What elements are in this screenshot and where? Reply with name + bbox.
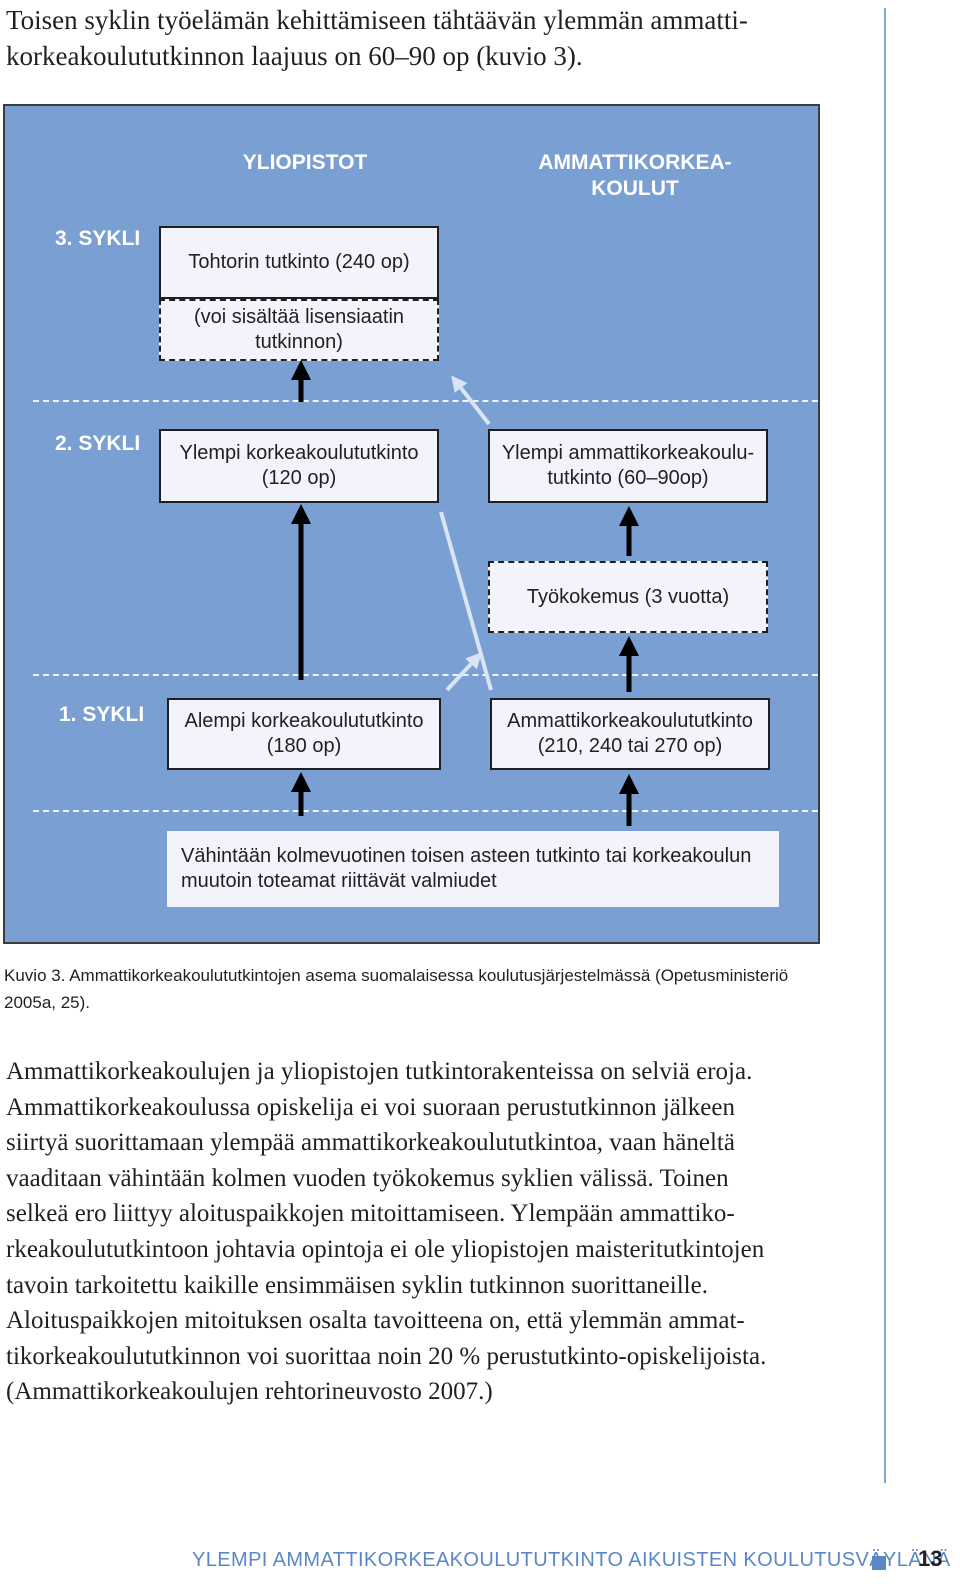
body-line: (Ammattikorkeakoulujen rehtorineuvosto 2… bbox=[6, 1378, 493, 1406]
column-header-universities: YLIOPISTOT bbox=[242, 151, 368, 174]
intro-paragraph: Toisen syklin työelämän kehittämiseen tä… bbox=[6, 2, 836, 74]
higher-uas-degree-label: Ylempi ammattikorkeakoulu- bbox=[501, 442, 755, 464]
footer-square-icon bbox=[872, 1556, 886, 1570]
intro-line: korkeakoulututkinnon laajuus on 60–90 op… bbox=[6, 41, 583, 71]
entry-requirement-box: Vähintään kolmevuotinen toisen asteen tu… bbox=[167, 831, 779, 907]
body-line: selkeä ero liittyy aloituspaikkojen mito… bbox=[6, 1200, 735, 1228]
body-line: tavoin tarkoitettu kaikille ensimmäisen … bbox=[6, 1271, 708, 1299]
lower-university-degree-label: (180 op) bbox=[266, 735, 342, 757]
work-experience-box: Työkokemus (3 vuotta) bbox=[488, 561, 768, 633]
higher-uas-degree-label: tutkinto (60–90op) bbox=[547, 467, 709, 489]
degree-structure-figure: YLIOPISTOT AMMATTIKORKEA- KOULUT 3. SYKL… bbox=[3, 104, 820, 944]
intro-line: Toisen syklin työelämän kehittämiseen tä… bbox=[6, 5, 748, 35]
page-number: 13 bbox=[918, 1546, 943, 1571]
licentiate-label: tutkinnon) bbox=[255, 331, 343, 353]
uas-degree-label: Ammattikorkeakoulututkinto bbox=[507, 710, 753, 732]
running-footer-title: YLEMPI AMMATTIKORKEAKOULUTUTKINTO AIKUIS… bbox=[192, 1549, 951, 1571]
cycle-separator bbox=[33, 810, 818, 812]
work-experience-label: Työkokemus (3 vuotta) bbox=[526, 585, 730, 608]
cycle-label-1: 1. SYKLI bbox=[59, 703, 145, 726]
cycle-separator bbox=[33, 674, 818, 676]
higher-uas-degree-box: Ylempi ammattikorkeakoulu- tutkinto (60–… bbox=[488, 429, 768, 503]
column-header-uas: AMMATTIKORKEA- KOULUT bbox=[505, 150, 765, 202]
body-line: rkeakoulututkintoon johtavia opintoja ei… bbox=[6, 1235, 765, 1263]
body-line: vaaditaan vähintään kolmen vuoden työkok… bbox=[6, 1164, 729, 1192]
doctor-degree-box: Tohtorin tutkinto (240 op) bbox=[159, 226, 439, 299]
body-line: Ammattikorkeakoulujen ja yliopistojen tu… bbox=[6, 1058, 753, 1085]
lower-university-degree-box: Alempi korkeakoulututkinto (180 op) bbox=[167, 698, 441, 770]
entry-requirement-label: muutoin toteamat riittävät valmiudet bbox=[181, 870, 497, 892]
cycle-label-2: 2. SYKLI bbox=[55, 432, 141, 455]
column-header-uas-line: AMMATTIKORKEA- bbox=[538, 151, 732, 174]
body-line: Aloituspaikkojen mitoituksen osalta tavo… bbox=[6, 1307, 745, 1335]
margin-rule bbox=[884, 8, 886, 1483]
cycle-separator bbox=[33, 400, 818, 402]
uas-degree-box: Ammattikorkeakoulututkinto (210, 240 tai… bbox=[490, 698, 770, 770]
body-line: tikorkeakoulututkinnon voi suorittaa noi… bbox=[6, 1342, 767, 1370]
uas-degree-label: (210, 240 tai 270 op) bbox=[537, 735, 723, 757]
licentiate-label: (voi sisältää lisensiaatin bbox=[193, 306, 405, 328]
higher-university-degree-label: Ylempi korkeakoulututkinto bbox=[179, 442, 419, 464]
doctor-degree-label: Tohtorin tutkinto (240 op) bbox=[188, 251, 410, 273]
column-header-uas-line: KOULUT bbox=[591, 177, 679, 200]
figure-caption: Kuvio 3. Ammattikorkeakoulututkintojen a… bbox=[4, 962, 834, 1016]
entry-requirement-label: Vähintään kolmevuotinen toisen asteen tu… bbox=[181, 845, 752, 867]
body-paragraph: Ammattikorkeakoulujen ja yliopistojen tu… bbox=[6, 1054, 836, 1410]
higher-university-degree-box: Ylempi korkeakoulututkinto (120 op) bbox=[159, 429, 439, 503]
body-line: siirtyä suorittamaan ylempää ammattikork… bbox=[6, 1129, 735, 1157]
caption-line: 2005a, 25). bbox=[4, 993, 91, 1012]
diagonal-path bbox=[439, 511, 493, 691]
figure-arrows bbox=[291, 360, 639, 826]
diagonal-arrow-icon bbox=[445, 652, 482, 692]
caption-line: Kuvio 3. Ammattikorkeakoulututkintojen a… bbox=[4, 966, 789, 985]
cycle-label-3: 3. SYKLI bbox=[55, 227, 141, 250]
diagonal-arrow-icon bbox=[451, 375, 491, 426]
lower-university-degree-label: Alempi korkeakoulututkinto bbox=[184, 710, 424, 732]
higher-university-degree-label: (120 op) bbox=[261, 467, 337, 489]
body-line: Ammattikorkeakoulussa opiskelija ei voi … bbox=[6, 1093, 736, 1121]
licentiate-box: (voi sisältää lisensiaatin tutkinnon) bbox=[159, 299, 439, 361]
